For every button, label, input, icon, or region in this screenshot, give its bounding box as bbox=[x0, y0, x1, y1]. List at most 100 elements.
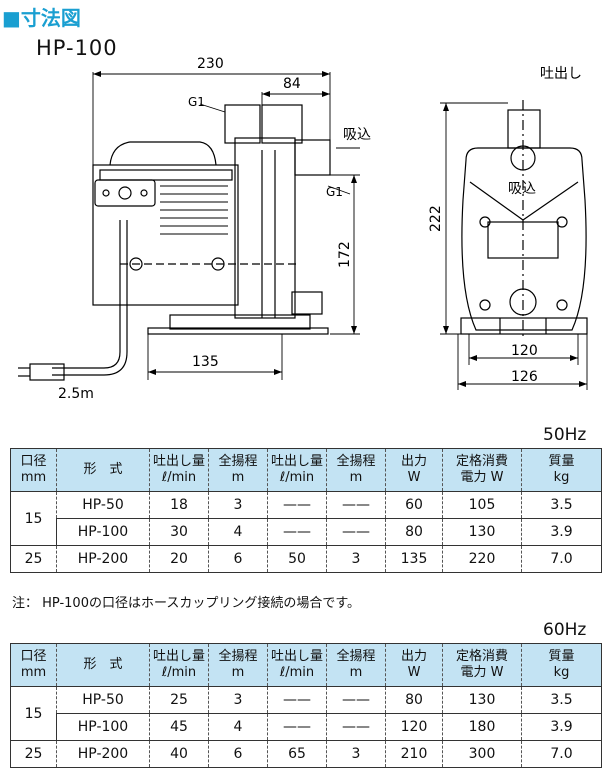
cell-head: 6 bbox=[208, 545, 268, 573]
cell-mass: 3.5 bbox=[521, 686, 602, 714]
cell-output: 60 bbox=[385, 491, 443, 519]
cell-output: 210 bbox=[385, 740, 443, 768]
cell-mass: 7.0 bbox=[521, 740, 602, 768]
freq-60-label: 60Hz bbox=[543, 620, 587, 640]
cell-flow: 40 bbox=[149, 740, 209, 768]
footnote: 注： HP-100の口径はホースカップリング接続の場合です。 bbox=[12, 596, 361, 611]
table-row: 25 HP-200 40 6 65 3 210 300 7.0 bbox=[10, 740, 602, 768]
cell-model: HP-100 bbox=[56, 713, 150, 741]
cell-head: 3 bbox=[208, 686, 268, 714]
cell-head: 3 bbox=[208, 491, 268, 519]
cell-mass: 3.9 bbox=[521, 713, 602, 741]
cell-flow-2: —— bbox=[267, 518, 327, 546]
cell-model: HP-200 bbox=[56, 740, 150, 768]
cell-flow: 45 bbox=[149, 713, 209, 741]
cell-head-2: —— bbox=[326, 686, 386, 714]
label-front-suction: 吸込 bbox=[508, 181, 536, 197]
cell-flow: 30 bbox=[149, 518, 209, 546]
model-name: HP-100 bbox=[36, 36, 118, 60]
cell-mass: 3.5 bbox=[521, 491, 602, 519]
header-power: 定格消費電力 W bbox=[442, 448, 522, 492]
cell-flow: 18 bbox=[149, 491, 209, 519]
cell-output: 135 bbox=[385, 545, 443, 573]
cell-flow-2: —— bbox=[267, 491, 327, 519]
dim-84: 84 bbox=[283, 76, 301, 92]
cell-mass: 3.9 bbox=[521, 518, 602, 546]
dim-120: 120 bbox=[511, 343, 538, 359]
cell-head-2: 3 bbox=[326, 545, 386, 573]
cell-power: 130 bbox=[442, 686, 522, 714]
cell-flow-2: 50 bbox=[267, 545, 327, 573]
section-heading: ■寸法図 bbox=[2, 6, 81, 30]
header-model: 形 式 bbox=[56, 448, 150, 492]
cell-power: 220 bbox=[442, 545, 522, 573]
cell-model: HP-50 bbox=[56, 491, 150, 519]
cell-model: HP-200 bbox=[56, 545, 150, 573]
cell-head: 4 bbox=[208, 518, 268, 546]
dimension-drawing: 230 84 G1 吸込 G1 172 135 2.5m 吐出し 吸込 222 … bbox=[18, 56, 588, 402]
cell-output: 80 bbox=[385, 686, 443, 714]
cell-head: 6 bbox=[208, 740, 268, 768]
table-row: 15 HP-50 18 3 —— —— 60 105 3.5 bbox=[10, 491, 602, 546]
front-view-pump bbox=[460, 100, 588, 340]
cell-flow-2: —— bbox=[267, 686, 327, 714]
cell-head-2: —— bbox=[326, 518, 386, 546]
cell-flow: 25 bbox=[149, 686, 209, 714]
cell-flow-2: 65 bbox=[267, 740, 327, 768]
header-model: 形 式 bbox=[56, 643, 150, 687]
cell-head-2: 3 bbox=[326, 740, 386, 768]
cell-mass: 7.0 bbox=[521, 545, 602, 573]
cell-power: 300 bbox=[442, 740, 522, 768]
cell-flow-2: —— bbox=[267, 713, 327, 741]
cell-model: HP-50 bbox=[56, 686, 150, 714]
label-g1-top: G1 bbox=[188, 95, 205, 109]
dim-126: 126 bbox=[511, 369, 538, 385]
header-power: 定格消費電力 W bbox=[442, 643, 522, 687]
cell-model: HP-100 bbox=[56, 518, 150, 546]
table-row: HP-100 45 4 —— —— 120 180 3.9 bbox=[11, 713, 602, 741]
cell-bore: 15 bbox=[10, 686, 57, 741]
cell-power: 105 bbox=[442, 491, 522, 519]
cell-head: 4 bbox=[208, 713, 268, 741]
table-row: 15 HP-50 25 3 —— —— 80 130 3.5 bbox=[10, 686, 602, 741]
freq-50-label: 50Hz bbox=[543, 425, 587, 445]
cell-power: 130 bbox=[442, 518, 522, 546]
cell-head-2: —— bbox=[326, 491, 386, 519]
dim-230: 230 bbox=[197, 56, 224, 72]
cord-length: 2.5m bbox=[58, 386, 94, 402]
cell-bore: 15 bbox=[10, 491, 57, 546]
table-row: 25 HP-200 20 6 50 3 135 220 7.0 bbox=[10, 545, 602, 573]
label-g1-side: G1 bbox=[326, 185, 343, 199]
cell-bore: 25 bbox=[10, 545, 57, 573]
table-row: HP-100 30 4 —— —— 80 130 3.9 bbox=[11, 518, 602, 546]
side-view-pump bbox=[18, 104, 331, 381]
dim-222: 222 bbox=[428, 205, 444, 232]
cell-power: 180 bbox=[442, 713, 522, 741]
label-discharge: 吐出し bbox=[540, 66, 582, 82]
cell-output: 80 bbox=[385, 518, 443, 546]
cell-bore: 25 bbox=[10, 740, 57, 768]
cell-head-2: —— bbox=[326, 713, 386, 741]
label-suction: 吸込 bbox=[343, 127, 371, 143]
dim-172: 172 bbox=[337, 241, 353, 268]
cell-flow: 20 bbox=[149, 545, 209, 573]
dim-135: 135 bbox=[192, 354, 219, 370]
